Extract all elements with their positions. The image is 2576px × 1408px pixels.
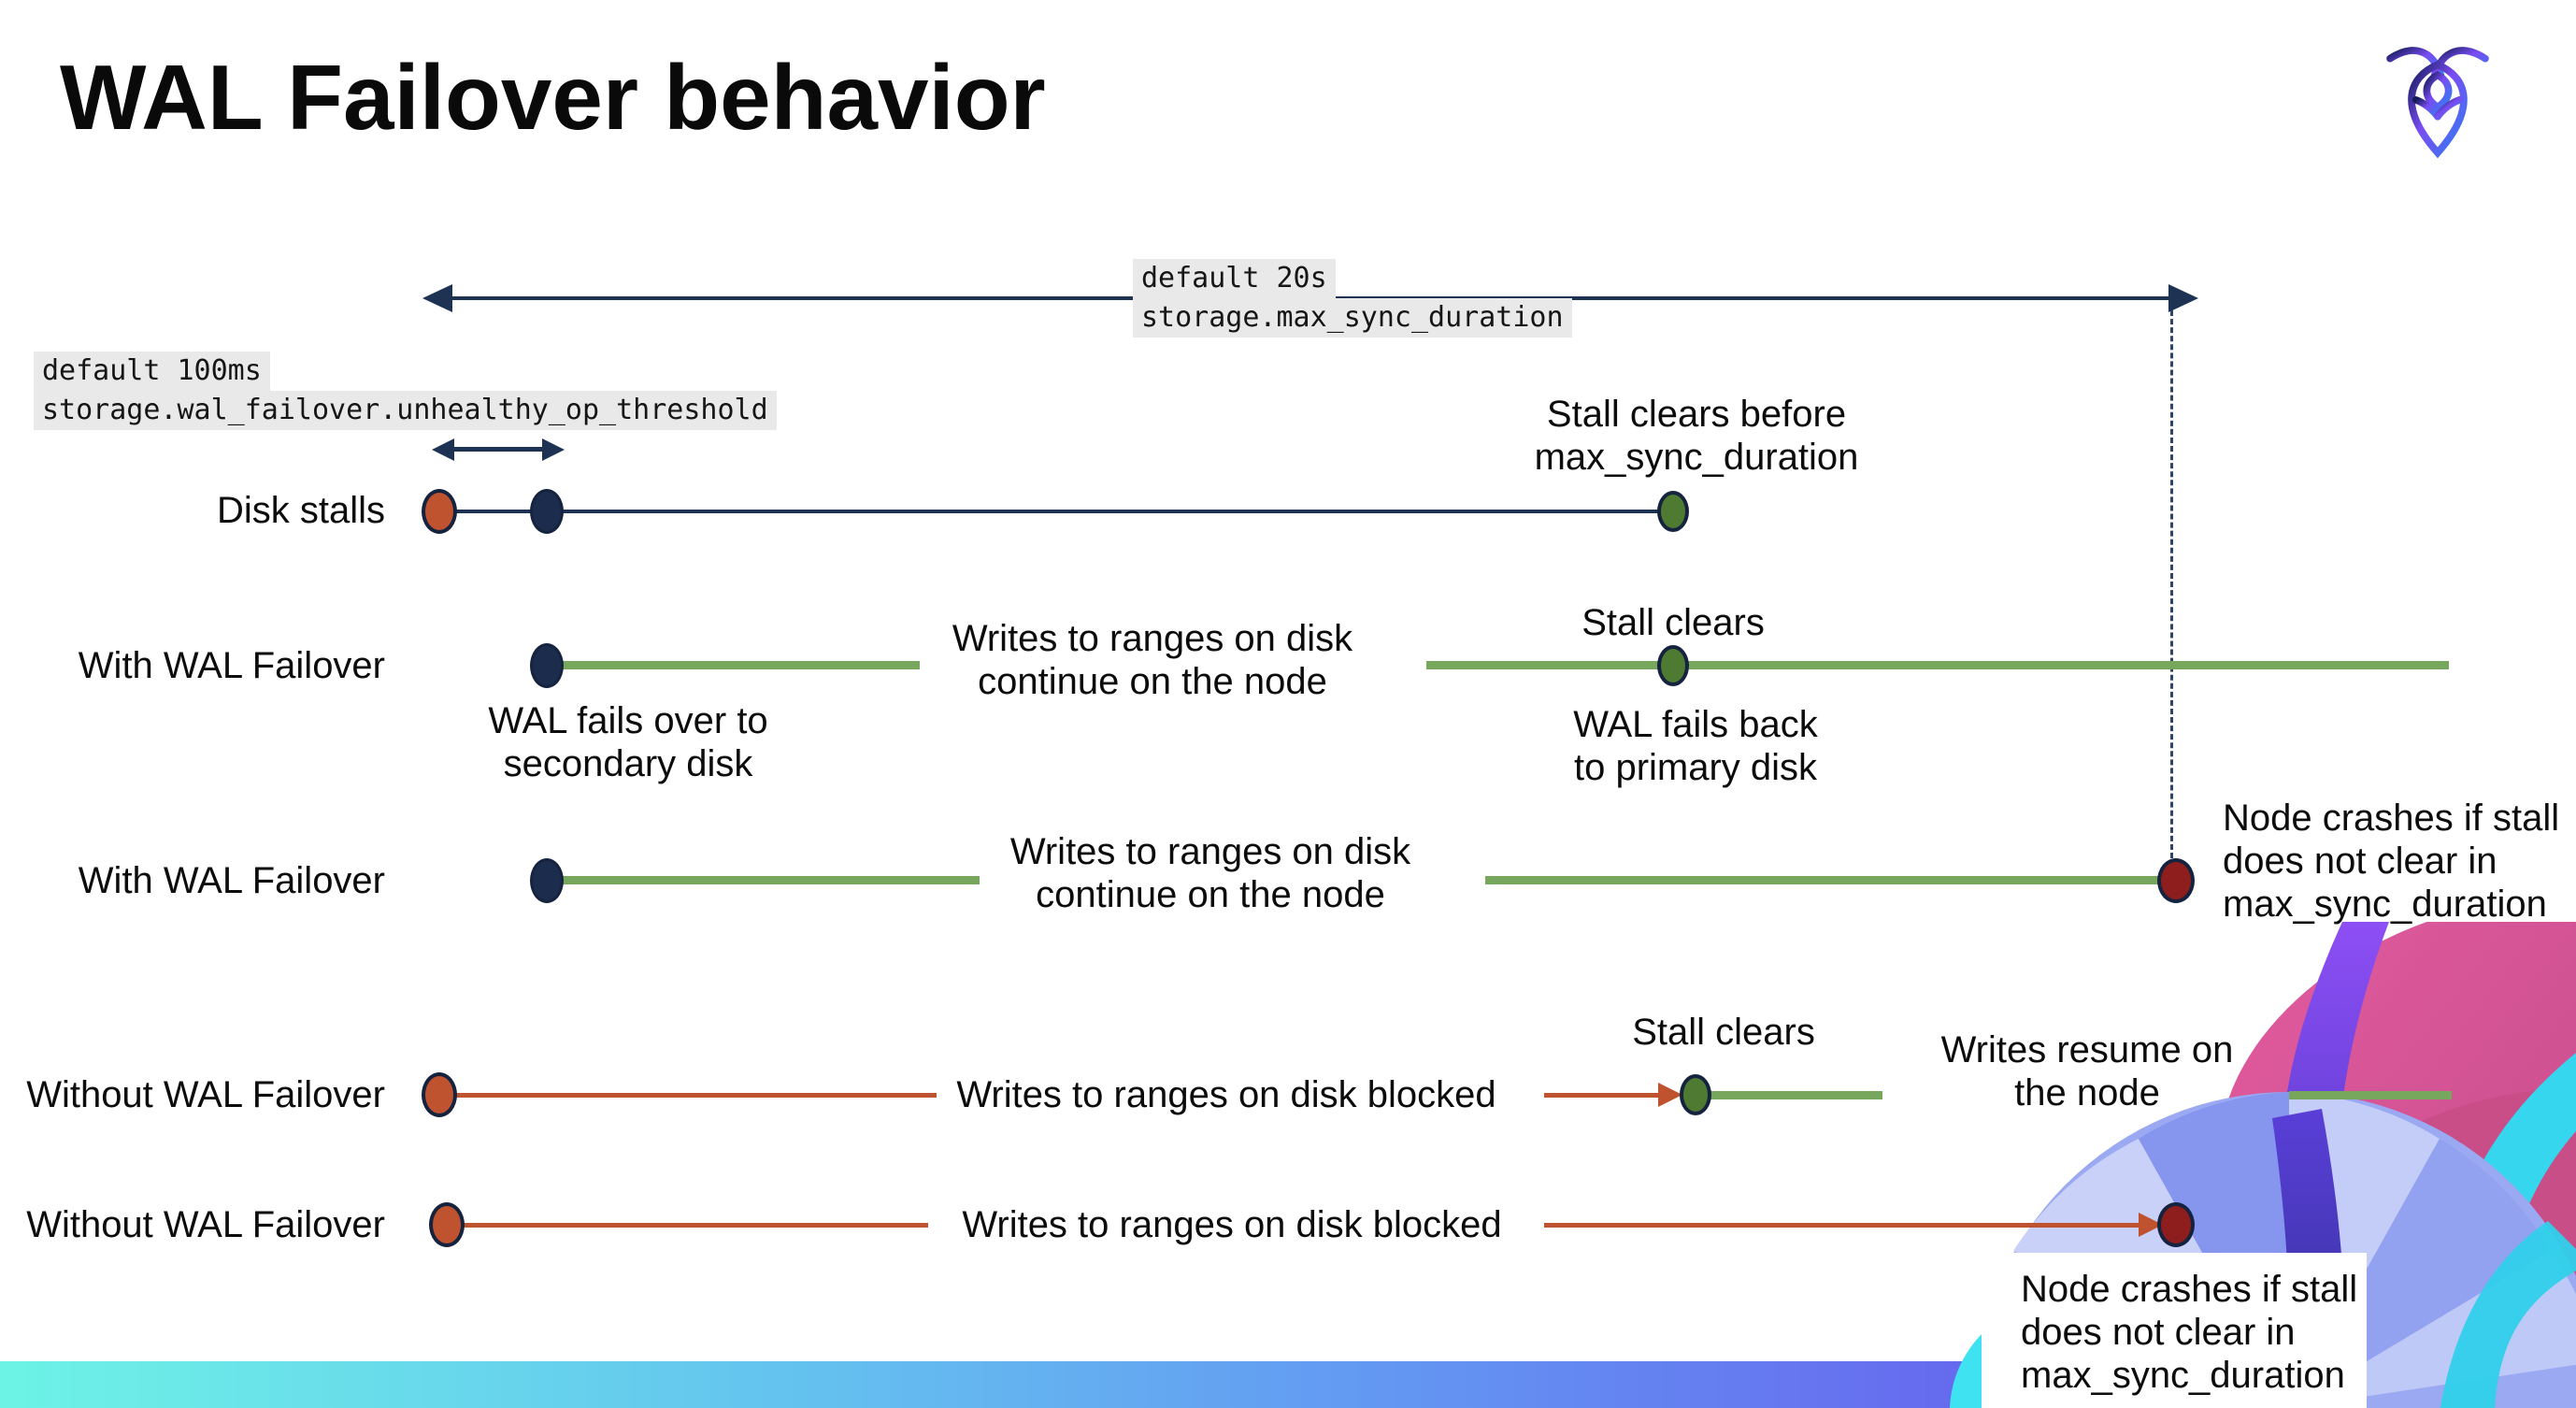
arrow-right-icon bbox=[542, 438, 565, 461]
annotation-writes-continue: Writes to ranges on disk continue on the… bbox=[952, 618, 1353, 702]
stall-clear-dot bbox=[1657, 491, 1689, 532]
annotation-wal-failover: WAL fails over to secondary disk bbox=[488, 700, 768, 784]
annotation-stall-clears-before: Stall clears before max_sync_duration bbox=[1534, 394, 1859, 478]
stall-start-dot bbox=[429, 1202, 465, 1247]
node-crash-dot bbox=[2157, 1202, 2195, 1247]
writes-blocked-line bbox=[458, 1223, 928, 1228]
stall-clear-dot bbox=[1657, 645, 1689, 686]
annotation-wal-failback: WAL fails back to primary disk bbox=[1573, 704, 1818, 788]
annotation-writes-blocked: Writes to ranges on disk blocked bbox=[956, 1074, 1496, 1115]
node-crash-label-box: Node crashes if stall does not clear in … bbox=[1982, 1253, 2367, 1408]
row-label-disk-stalls: Disk stalls bbox=[216, 490, 385, 531]
writes-blocked-line bbox=[451, 1093, 937, 1098]
writes-continue-line bbox=[1485, 876, 2165, 884]
annotation-stall-clears: Stall clears bbox=[1581, 602, 1765, 643]
row-label-with-wal-failover-2: With WAL Failover bbox=[78, 860, 385, 901]
threshold-span-line bbox=[451, 447, 546, 452]
stall-start-dot bbox=[422, 489, 457, 534]
annotation-writes-resume: Writes resume on the node bbox=[1940, 1029, 2234, 1113]
annotation-node-crash: Node crashes if stall does not clear in … bbox=[2223, 797, 2560, 925]
node-crash-dot bbox=[2157, 858, 2195, 903]
writes-continue-line bbox=[559, 661, 920, 669]
arrow-left-icon bbox=[432, 438, 454, 461]
arrow-right-icon bbox=[2168, 284, 2198, 312]
row-label-with-wal-failover-1: With WAL Failover bbox=[78, 645, 385, 686]
writes-continue-line bbox=[559, 876, 980, 884]
callout-threshold-setting: storage.wal_failover.unhealthy_op_thresh… bbox=[34, 391, 777, 430]
cockroachdb-logo-icon bbox=[2386, 47, 2489, 159]
threshold-dot bbox=[530, 489, 564, 534]
annotation-writes-blocked: Writes to ranges on disk blocked bbox=[962, 1204, 1502, 1245]
disk-stall-timeline bbox=[439, 510, 1673, 513]
max-sync-dashed-line bbox=[2170, 310, 2173, 858]
callout-max-sync-default: default 20s bbox=[1133, 259, 1336, 298]
arrow-right-icon bbox=[1658, 1083, 1682, 1107]
annotation-node-crash: Node crashes if stall does not clear in … bbox=[2021, 1269, 2358, 1396]
stall-clear-dot bbox=[1680, 1074, 1711, 1115]
writes-resume-line bbox=[2289, 1091, 2452, 1099]
writes-blocked-line bbox=[1544, 1223, 2146, 1228]
stall-start-dot bbox=[422, 1072, 457, 1117]
callout-threshold-default: default 100ms bbox=[34, 352, 270, 391]
annotation-writes-continue: Writes to ranges on disk continue on the… bbox=[1009, 831, 1411, 915]
page-title: WAL Failover behavior bbox=[60, 46, 1046, 149]
writes-resume-line bbox=[1709, 1091, 1882, 1099]
failover-dot bbox=[530, 643, 564, 688]
failover-dot bbox=[530, 858, 564, 903]
arrow-left-icon bbox=[422, 284, 452, 312]
writes-continue-line bbox=[1426, 661, 2449, 669]
annotation-stall-clears: Stall clears bbox=[1632, 1012, 1815, 1053]
row-label-without-wal-failover-2: Without WAL Failover bbox=[26, 1204, 385, 1245]
row-label-without-wal-failover-1: Without WAL Failover bbox=[26, 1074, 385, 1115]
callout-max-sync-setting: storage.max_sync_duration bbox=[1133, 298, 1572, 338]
writes-blocked-line bbox=[1544, 1093, 1671, 1098]
